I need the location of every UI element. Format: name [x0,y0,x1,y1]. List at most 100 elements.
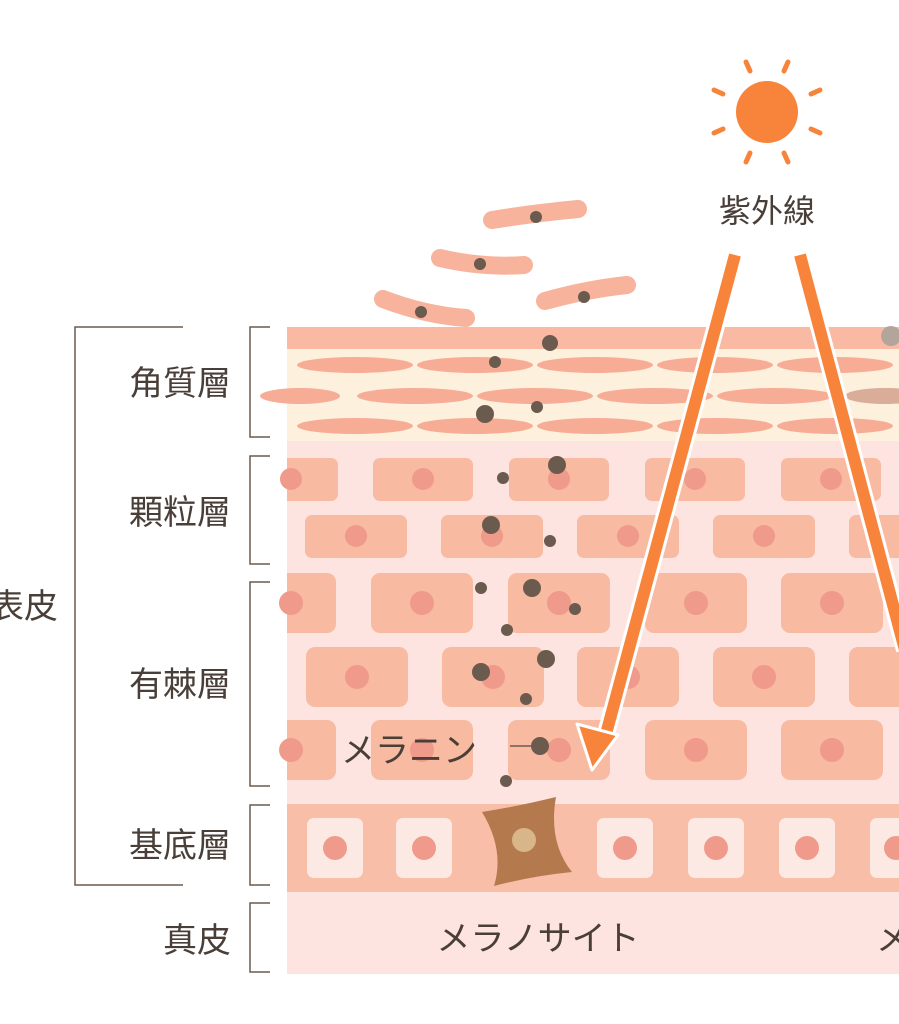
nucleus [684,468,706,490]
melanin-granule [476,405,494,423]
nucleus [684,591,708,615]
corneum-cell-dark [845,388,899,404]
sun-ray [711,126,726,136]
dermis-label: 真皮 [163,921,231,961]
basal-nucleus [795,836,819,860]
nucleus [820,591,844,615]
basal-nucleus [613,836,637,860]
sun-ray [781,150,791,165]
melanocyte-label: メラノサイト [436,919,639,959]
corneum-cell [260,388,340,404]
melanin-granule [501,624,513,636]
spinous-bracket [249,581,270,787]
nucleus [547,591,571,615]
epidermis-label: 表皮 [0,587,58,627]
melanin-granule [415,306,427,318]
basal-nucleus [323,836,347,860]
nucleus [410,738,434,762]
corneum-cells [260,357,899,434]
dermis-band [287,892,899,974]
melanin-granule [474,258,486,270]
corneum-cell [537,418,653,434]
corneum-cell [717,388,833,404]
melanin-granules [415,211,590,787]
nucleus [547,738,571,762]
sun-disc [736,81,798,143]
sun-ray [781,59,791,74]
melanin-granule [475,582,487,594]
melanin-granule [542,335,558,351]
surface-strip [287,327,899,349]
uv-arrow-left-head [575,722,620,772]
melanin-granule [531,737,549,755]
melanin-granule [544,535,556,547]
labels: 紫外線 表皮 角質層 顆粒層 有棘層 基底層 真皮 メラニン メラノサイト メ [0,192,899,961]
melanin-granule [500,775,512,787]
sun-ray [711,87,726,97]
stratum-granulosum-label: 顆粒層 [129,493,231,533]
corneum-cell [297,418,413,434]
corneum-cell [357,388,473,404]
granular-spinous-nuclei [279,468,844,762]
corneum-cell [477,388,593,404]
melanin-granule [531,401,543,413]
sun-ray [743,59,753,74]
nucleus [820,738,844,762]
basal-bracket [249,804,270,886]
melanin-granule [482,516,500,534]
melanin-granule [548,456,566,474]
basal-cells [307,818,899,878]
nucleus [345,525,367,547]
layer-brackets [74,326,532,973]
nucleus [345,665,369,689]
melanin-label: メラニン [341,731,477,771]
nucleus [820,468,842,490]
nucleus [617,525,639,547]
basal-nucleus [412,836,436,860]
melanocyte [482,797,572,886]
shed-flake [536,276,636,310]
melanin-granule [497,472,509,484]
sun-ray [808,126,823,136]
corneum-cell [297,357,413,373]
corneum-cell [657,357,773,373]
basal-nucleus [884,836,899,860]
granular-bracket [249,455,270,565]
surface-melanin-dot [881,326,899,346]
corneum-cell [777,418,893,434]
melanin-granule [523,579,541,597]
stratum-spinosum-label: 有棘層 [129,665,231,705]
nucleus [752,665,776,689]
basal-nucleus [704,836,728,860]
uv-label: 紫外線 [719,192,815,230]
epidermis-bracket [74,326,183,886]
sun-ray [808,87,823,97]
melanocyte-nucleus [512,828,536,852]
uv-arrow-right-shaft [794,253,899,651]
nucleus [410,591,434,615]
melanin-granule [489,356,501,368]
sun-ray [743,150,753,165]
uv-arrow-left-shaft [600,253,741,736]
corneum-cell [597,388,713,404]
dermis-bracket [249,902,270,973]
corneum-cell [657,418,773,434]
melanin-granule [530,211,542,223]
nucleus [279,591,303,615]
left-mask [250,441,287,804]
nucleus [279,738,303,762]
sun-icon [711,59,823,165]
uv-arrows [575,252,899,772]
nucleus [412,468,434,490]
melanin-granule [537,650,555,668]
corneum-cell [417,357,533,373]
corneum-cell [417,418,533,434]
stratum-basale-label: 基底層 [129,826,231,866]
nucleus [280,468,302,490]
nucleus [753,525,775,547]
melanin-granule [520,693,532,705]
melanin-granule [569,603,581,615]
melanocyte-label-partial: メ [876,919,899,959]
nucleus [548,468,570,490]
spinous-cell [849,647,899,707]
